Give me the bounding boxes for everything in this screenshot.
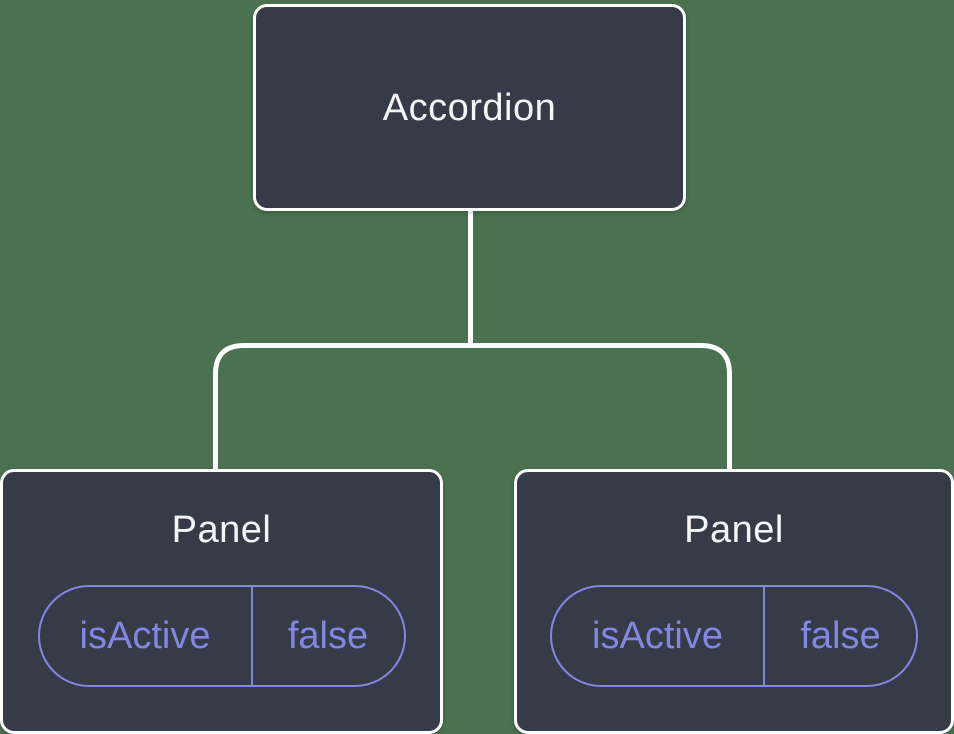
branch-bracket-line	[213, 343, 732, 472]
state-value: false	[800, 614, 881, 657]
node-panel-right: Panel isActive false	[514, 469, 954, 734]
panel-right-label: Panel	[684, 509, 784, 551]
state-key: isActive	[552, 587, 765, 685]
accordion-label: Accordion	[382, 86, 557, 129]
node-accordion: Accordion	[253, 4, 686, 211]
node-panel-left: Panel isActive false	[0, 469, 443, 734]
state-key: isActive	[40, 587, 253, 685]
panel-left-state-pill: isActive false	[37, 585, 406, 687]
state-value: false	[287, 614, 369, 657]
panel-left-label: Panel	[171, 509, 272, 551]
panel-right-state-pill: isActive false	[550, 585, 918, 687]
